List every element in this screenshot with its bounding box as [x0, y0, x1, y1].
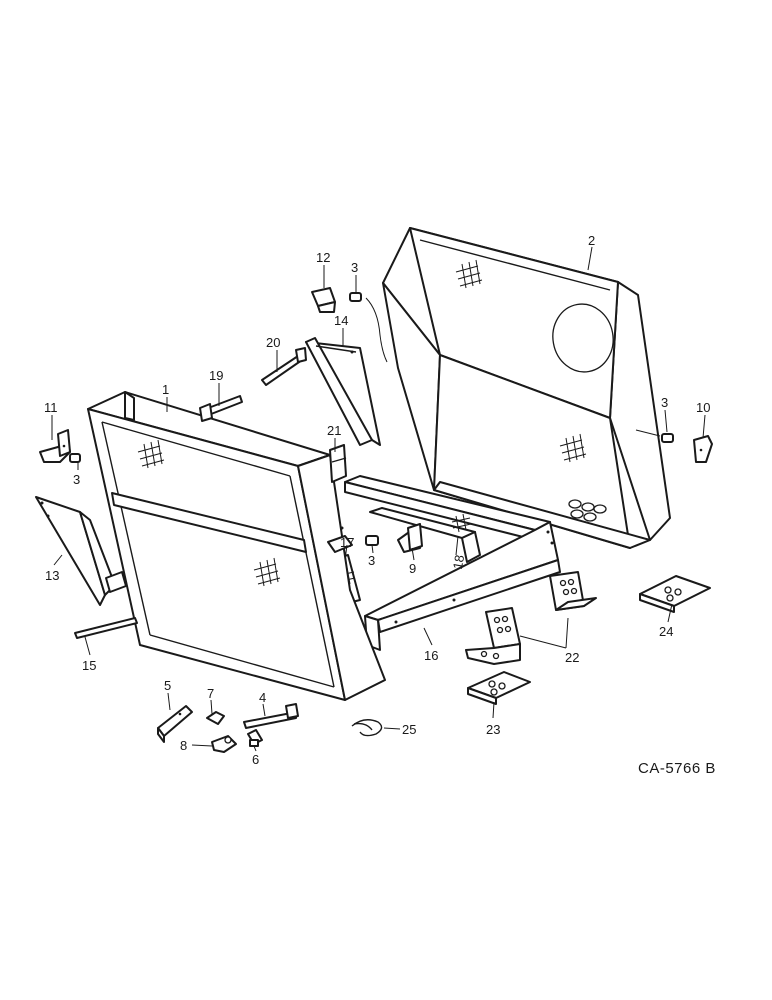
mesh-marker-front-lower — [253, 557, 281, 587]
callout-14: 14 — [334, 313, 348, 328]
callout-18: 18 — [450, 554, 467, 571]
part-1-front-panel — [87, 391, 386, 701]
callout-3-right: 3 — [661, 395, 668, 410]
callout-3-top: 3 — [351, 260, 358, 275]
part-22-plate-lower — [465, 607, 521, 665]
callout-16: 16 — [424, 648, 438, 663]
leader-lines — [51, 246, 706, 752]
drawing-code: CA-5766 B — [638, 760, 716, 777]
callout-10: 10 — [696, 400, 710, 415]
part-3-nut-center — [365, 535, 379, 546]
callout-24: 24 — [659, 624, 673, 639]
callout-21: 21 — [327, 423, 341, 438]
part-23-plate — [467, 671, 531, 705]
callout-22: 22 — [565, 650, 579, 665]
callout-5: 5 — [164, 678, 171, 693]
part-21-bracket — [329, 444, 347, 483]
frame-assembly — [329, 475, 561, 651]
part-22-plate-upper — [549, 571, 597, 611]
part-3-nut-top — [349, 292, 362, 302]
part-7-clip — [206, 711, 225, 725]
part-5-bracket — [157, 705, 193, 743]
callout-12: 12 — [316, 250, 330, 265]
part-11-bracket — [39, 429, 71, 463]
callout-2: 2 — [588, 233, 595, 248]
part-19-rod — [199, 395, 243, 422]
part-3-nut-right — [661, 433, 674, 443]
callout-8: 8 — [180, 738, 187, 753]
callout-4: 4 — [259, 690, 266, 705]
part-4-rod — [243, 703, 299, 729]
callout-23: 23 — [486, 722, 500, 737]
callout-15: 15 — [82, 658, 96, 673]
callout-7: 7 — [207, 686, 214, 701]
callout-17: 17 — [340, 535, 354, 550]
callout-25: 25 — [402, 722, 416, 737]
mesh-marker-rear-upper — [455, 259, 483, 289]
callout-1: 1 — [162, 382, 169, 397]
callout-13: 13 — [45, 568, 59, 583]
part-13-side-plate — [35, 496, 127, 606]
part-12-bracket — [311, 287, 336, 313]
part-14-brace — [305, 337, 381, 446]
part-8-latch — [211, 735, 237, 753]
part-2-rear-panel — [382, 227, 671, 549]
part-15-rod — [74, 617, 138, 639]
part-9-bracket — [397, 523, 423, 553]
callout-19: 19 — [209, 368, 223, 383]
part-20-rod — [261, 347, 307, 386]
mesh-marker-front-upper — [137, 439, 165, 469]
callout-3-center: 3 — [368, 553, 375, 568]
mesh-marker-frame-18 — [451, 513, 472, 533]
part-10-bracket — [693, 435, 713, 463]
part-24-plate — [639, 575, 711, 613]
callout-11: 11 — [44, 400, 58, 415]
part-6-clip — [247, 729, 263, 747]
callouts: 1 2 12 3 14 20 19 21 11 3 13 15 16 17 18… — [44, 233, 710, 767]
rear-panel-holes — [568, 499, 607, 522]
mesh-marker-rear-lower — [559, 433, 587, 463]
callout-9: 9 — [409, 561, 416, 576]
part-3-nut-left — [69, 453, 81, 463]
part-25-spring-clip — [351, 719, 383, 737]
callout-20: 20 — [266, 335, 280, 350]
callout-3-left: 3 — [73, 472, 80, 487]
callout-6: 6 — [252, 752, 259, 767]
